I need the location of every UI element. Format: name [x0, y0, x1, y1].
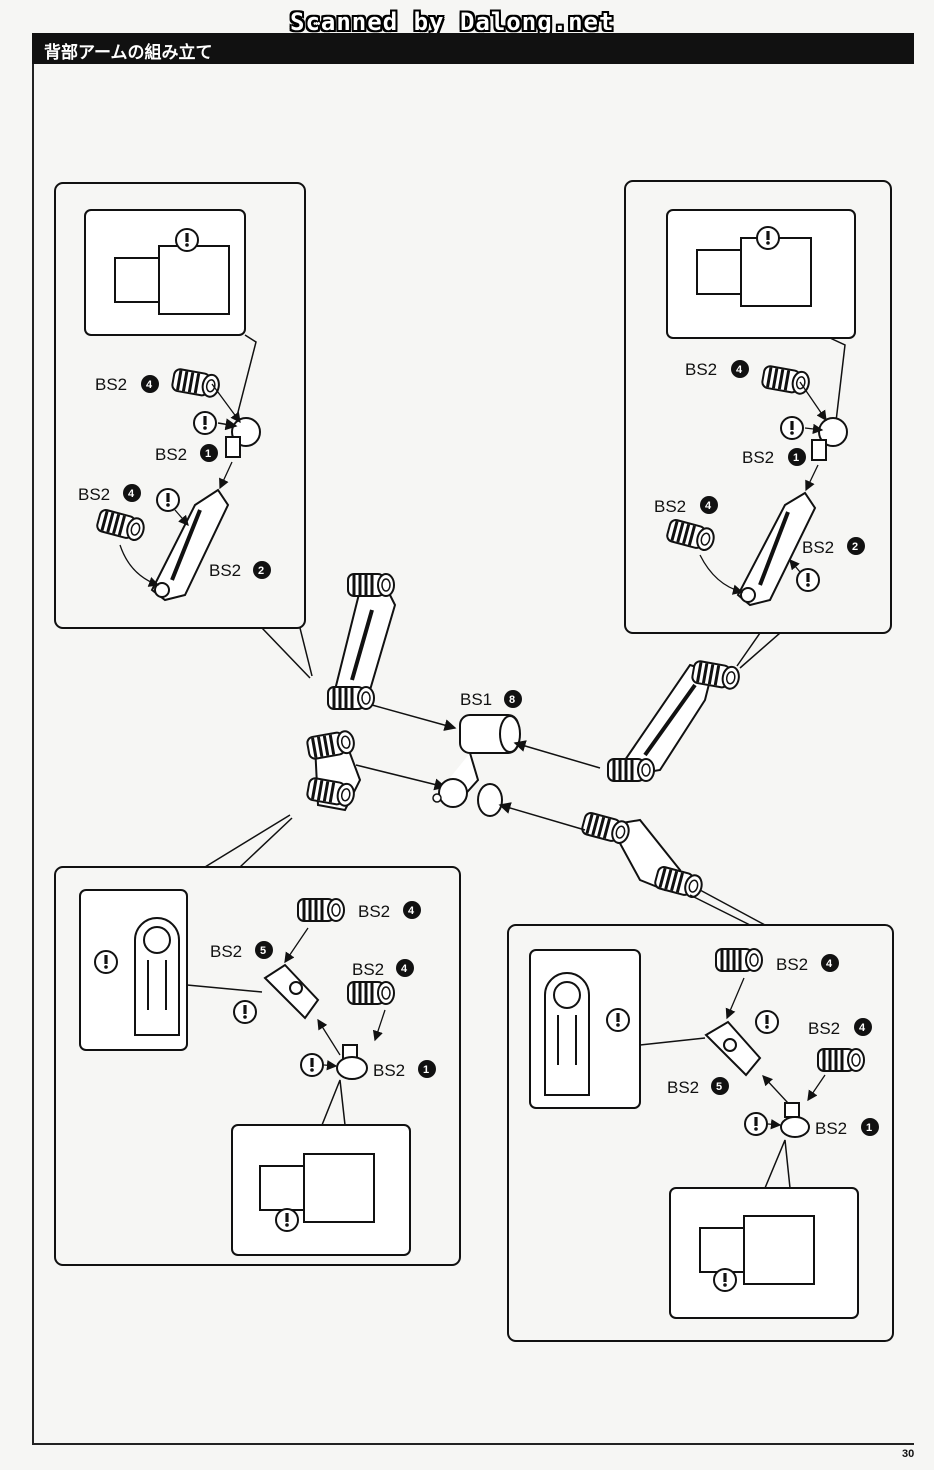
caution-icon	[780, 416, 804, 440]
central-assembly: BS1 8	[304, 572, 743, 901]
svg-text:BS2: BS2	[742, 448, 774, 467]
svg-text:BS2: BS2	[352, 960, 384, 979]
part-bs2-4-e	[296, 897, 346, 923]
svg-text:5: 5	[260, 945, 266, 957]
svg-text:BS2: BS2	[815, 1119, 847, 1138]
svg-text:4: 4	[859, 1022, 866, 1034]
svg-text:2: 2	[258, 565, 264, 577]
caution-icon	[275, 1208, 299, 1232]
caution-icon	[756, 226, 780, 250]
part-bs2-4-f	[346, 980, 396, 1006]
svg-text:1: 1	[866, 1122, 872, 1134]
left-upper-arm	[326, 572, 397, 711]
caution-icon	[193, 411, 217, 435]
joint-bs2-5-a	[263, 963, 320, 1020]
arm-part-bs2-2-b	[736, 491, 817, 607]
svg-text:BS2: BS2	[78, 485, 110, 504]
section-header: 背部アームの組み立て	[32, 33, 914, 64]
svg-text:BS2: BS2	[667, 1078, 699, 1097]
part-bs2-4-h	[816, 1047, 866, 1073]
page-frame	[32, 64, 914, 1445]
svg-text:1: 1	[205, 448, 211, 460]
caution-icon	[755, 1010, 779, 1034]
joint-part-c	[336, 1044, 368, 1080]
svg-text:BS1: BS1	[460, 690, 492, 709]
caution-icon	[156, 488, 180, 512]
svg-text:4: 4	[401, 963, 408, 975]
svg-text:BS2: BS2	[808, 1019, 840, 1038]
svg-text:4: 4	[705, 500, 712, 512]
svg-text:8: 8	[509, 694, 515, 706]
detail-inset-bottom-left-1	[79, 889, 263, 1051]
caution-icon	[175, 228, 199, 252]
svg-text:2: 2	[852, 541, 858, 553]
svg-text:4: 4	[128, 488, 135, 500]
svg-text:BS2: BS2	[95, 375, 127, 394]
right-upper-arm	[606, 658, 743, 783]
svg-text:1: 1	[423, 1064, 429, 1076]
caution-icon	[713, 1268, 737, 1292]
callout-bottom-left: BS2 4 BS2 5 BS2 4 BS2 1	[54, 814, 461, 1266]
detail-inset-top-right	[666, 209, 856, 431]
caution-icon	[233, 1000, 257, 1024]
svg-text:BS2: BS2	[155, 445, 187, 464]
callout-bottom-right: BS2 4 BS2 4 BS2 5 BS2 1	[507, 889, 894, 1342]
svg-text:4: 4	[736, 364, 743, 376]
svg-text:BS2: BS2	[373, 1061, 405, 1080]
part-bs2-4-c	[759, 363, 813, 397]
part-bs2-4-d	[664, 517, 718, 554]
svg-text:1: 1	[793, 452, 799, 464]
svg-text:BS2: BS2	[210, 942, 242, 961]
callout-top-left: BS2 4 BS2 1 BS2 4 BS2 2	[54, 182, 313, 679]
detail-inset-bottom-right-1	[529, 949, 706, 1109]
svg-text:BS2: BS2	[358, 902, 390, 921]
svg-text:5: 5	[716, 1081, 722, 1093]
left-lower-arm	[304, 728, 362, 812]
caution-icon	[300, 1053, 324, 1077]
caution-icon	[606, 1008, 630, 1032]
callout-top-right: BS2 4 BS2 1 BS2 4 BS2 2	[624, 180, 892, 669]
detail-inset-bottom-left-2	[231, 1079, 411, 1256]
part-bs2-4-g	[714, 947, 764, 973]
svg-text:4: 4	[146, 379, 153, 391]
scan-watermark: Scanned by Dalong.net	[290, 8, 615, 36]
svg-text:BS2: BS2	[776, 955, 808, 974]
svg-text:BS2: BS2	[209, 561, 241, 580]
detail-inset-top-left	[84, 209, 257, 421]
caution-icon	[744, 1112, 768, 1136]
svg-text:BS2: BS2	[654, 497, 686, 516]
joint-part-d	[780, 1102, 810, 1138]
right-lower-arm	[579, 810, 706, 901]
caution-icon	[94, 950, 118, 974]
joint-part-a	[225, 417, 261, 458]
svg-text:BS2: BS2	[685, 360, 717, 379]
center-hub-bs1-8	[432, 714, 521, 817]
joint-bs2-5-b	[704, 1020, 762, 1077]
caution-icon	[796, 568, 820, 592]
part-bs2-4-b	[94, 507, 148, 544]
svg-text:4: 4	[408, 905, 415, 917]
svg-text:BS2: BS2	[802, 538, 834, 557]
joint-part-b	[811, 417, 848, 461]
page-title: 背部アームの組み立て	[44, 43, 213, 63]
page-number: 30	[902, 1448, 915, 1460]
part-bs2-4-a	[169, 366, 223, 400]
svg-text:4: 4	[826, 958, 833, 970]
detail-inset-bottom-right-2	[669, 1139, 859, 1319]
